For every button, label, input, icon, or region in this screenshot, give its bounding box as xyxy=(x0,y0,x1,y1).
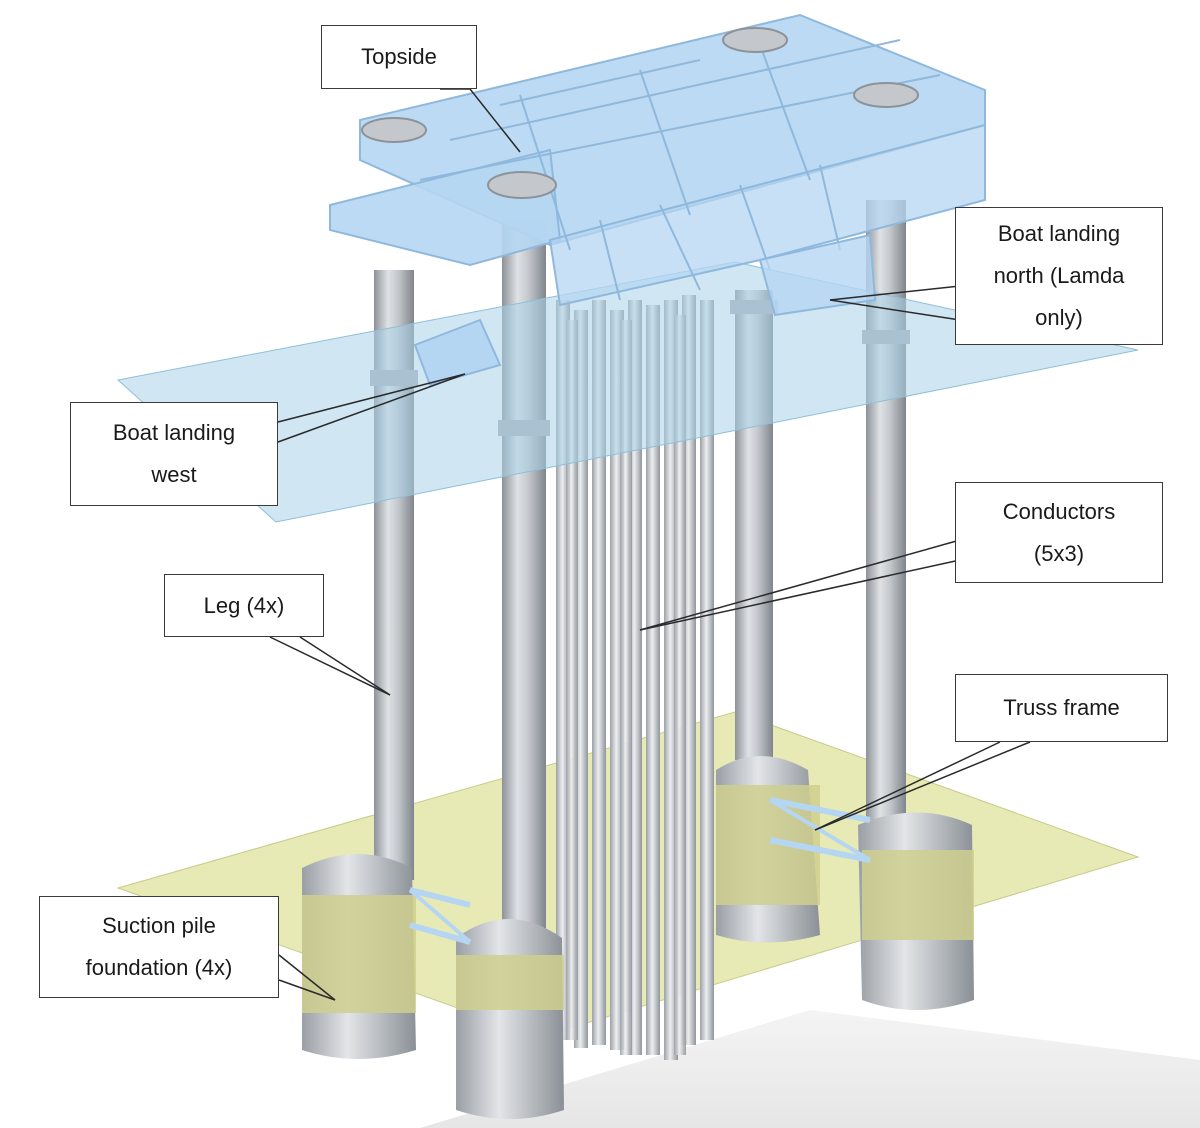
label-boat-landing-north: Boat landing north (Lamda only) xyxy=(955,207,1163,345)
label-topside: Topside xyxy=(321,25,477,89)
boat-landing-west xyxy=(413,318,502,387)
front-piles xyxy=(302,854,564,1119)
label-boat-landing-west: Boat landing west xyxy=(70,402,278,506)
ground-shade xyxy=(420,1010,1200,1128)
label-suction-pile-foundation: Suction pile foundation (4x) xyxy=(39,896,279,998)
label-truss-frame: Truss frame xyxy=(955,674,1168,742)
topside-frame xyxy=(329,13,986,307)
boat-landing-north xyxy=(758,233,877,317)
callout-lines xyxy=(269,88,1031,1001)
conductors xyxy=(556,295,714,1060)
label-conductors: Conductors (5x3) xyxy=(955,482,1163,583)
label-leg: Leg (4x) xyxy=(164,574,324,637)
